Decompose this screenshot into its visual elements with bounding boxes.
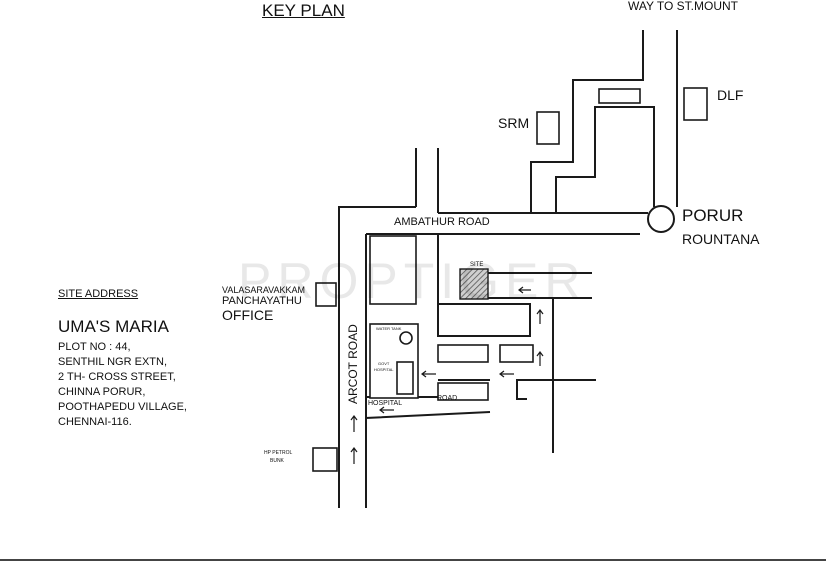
- label-govt: GOVT: [378, 361, 390, 366]
- building-dlf: [683, 87, 708, 121]
- arrow-site-road: [536, 309, 544, 324]
- site-block-outline: [437, 234, 531, 337]
- label-bunk: BUNK: [270, 458, 284, 464]
- label-rountana: ROUNTANA: [682, 231, 760, 247]
- road-east-branch: [516, 379, 596, 400]
- building-panchayathu-office: [315, 282, 337, 307]
- arcot-road-west-edge: [338, 206, 416, 508]
- building-top-small: [598, 88, 641, 104]
- label-office: OFFICE: [222, 307, 274, 323]
- arrow-arcot-upper: [350, 415, 358, 432]
- address-line: CHENNAI-116.: [58, 416, 132, 428]
- map-title: KEY PLAN: [262, 1, 345, 20]
- label-dlf: DLF: [717, 87, 744, 103]
- arrow-hospital-road: [421, 370, 436, 378]
- arrow-east-road: [536, 351, 544, 366]
- block-middle-left: [437, 344, 489, 363]
- label-hp-petrol: HP PETROL: [264, 450, 293, 456]
- label-arcot-road: ARCOT ROAD: [346, 324, 360, 404]
- arrow-hospital-west: [379, 406, 394, 414]
- label-porur: PORUR: [682, 206, 744, 225]
- label-hospital-road-1: HOSPITAL: [368, 400, 403, 407]
- label-hospital-building: HOSPITAL: [374, 367, 394, 372]
- block-lower: [437, 382, 489, 401]
- building-hp-petrol-bunk: [312, 447, 338, 472]
- label-ambathur-road: AMBATHUR ROAD: [394, 216, 490, 228]
- bottom-border: [0, 559, 826, 561]
- address-line: CHINNA PORUR,: [58, 386, 146, 398]
- label-site: SITE: [470, 262, 484, 268]
- site-address-lines: PLOT NO : 44, SENTHIL NGR EXTN, 2 TH- CR…: [58, 340, 187, 430]
- site-plot: [459, 268, 489, 300]
- porur-roundabout: [647, 205, 675, 233]
- arrow-site-entry: [518, 286, 531, 294]
- arrow-arcot-lower: [350, 447, 358, 464]
- label-valasaravakkam: VALASARAVAKKAM: [222, 285, 306, 295]
- label-hospital-road-2: ROAD: [437, 395, 458, 402]
- arrow-branch-road: [499, 370, 514, 378]
- road-to-st-mount-inner: [555, 106, 655, 213]
- label-panchayathu: PANCHAYATHU: [222, 295, 302, 307]
- watermark: PROPTIGER: [238, 253, 587, 309]
- building-govt-hospital: [396, 361, 414, 395]
- address-line: 2 TH- CROSS STREET,: [58, 371, 176, 383]
- label-water-tank: WATER TANK: [376, 326, 402, 331]
- road-east-vertical-south: [552, 297, 572, 453]
- hospital-road-south-edge: [365, 411, 491, 508]
- building-srm: [536, 111, 560, 145]
- road-to-st-mount-outer: [530, 30, 644, 213]
- address-line: POOTHAPEDU VILLAGE,: [58, 401, 187, 413]
- water-tank-symbol: [399, 331, 413, 345]
- block-north-arcot: [369, 235, 417, 305]
- block-middle-right: [499, 344, 534, 363]
- address-line: PLOT NO : 44,: [58, 341, 131, 353]
- direction-label: WAY TO ST.MOUNT: [628, 0, 739, 13]
- label-srm: SRM: [498, 115, 530, 131]
- site-address-name: UMA'S MARIA: [58, 317, 169, 336]
- address-line: SENTHIL NGR EXTN,: [58, 356, 167, 368]
- site-address-heading: SITE ADDRESS: [58, 288, 139, 300]
